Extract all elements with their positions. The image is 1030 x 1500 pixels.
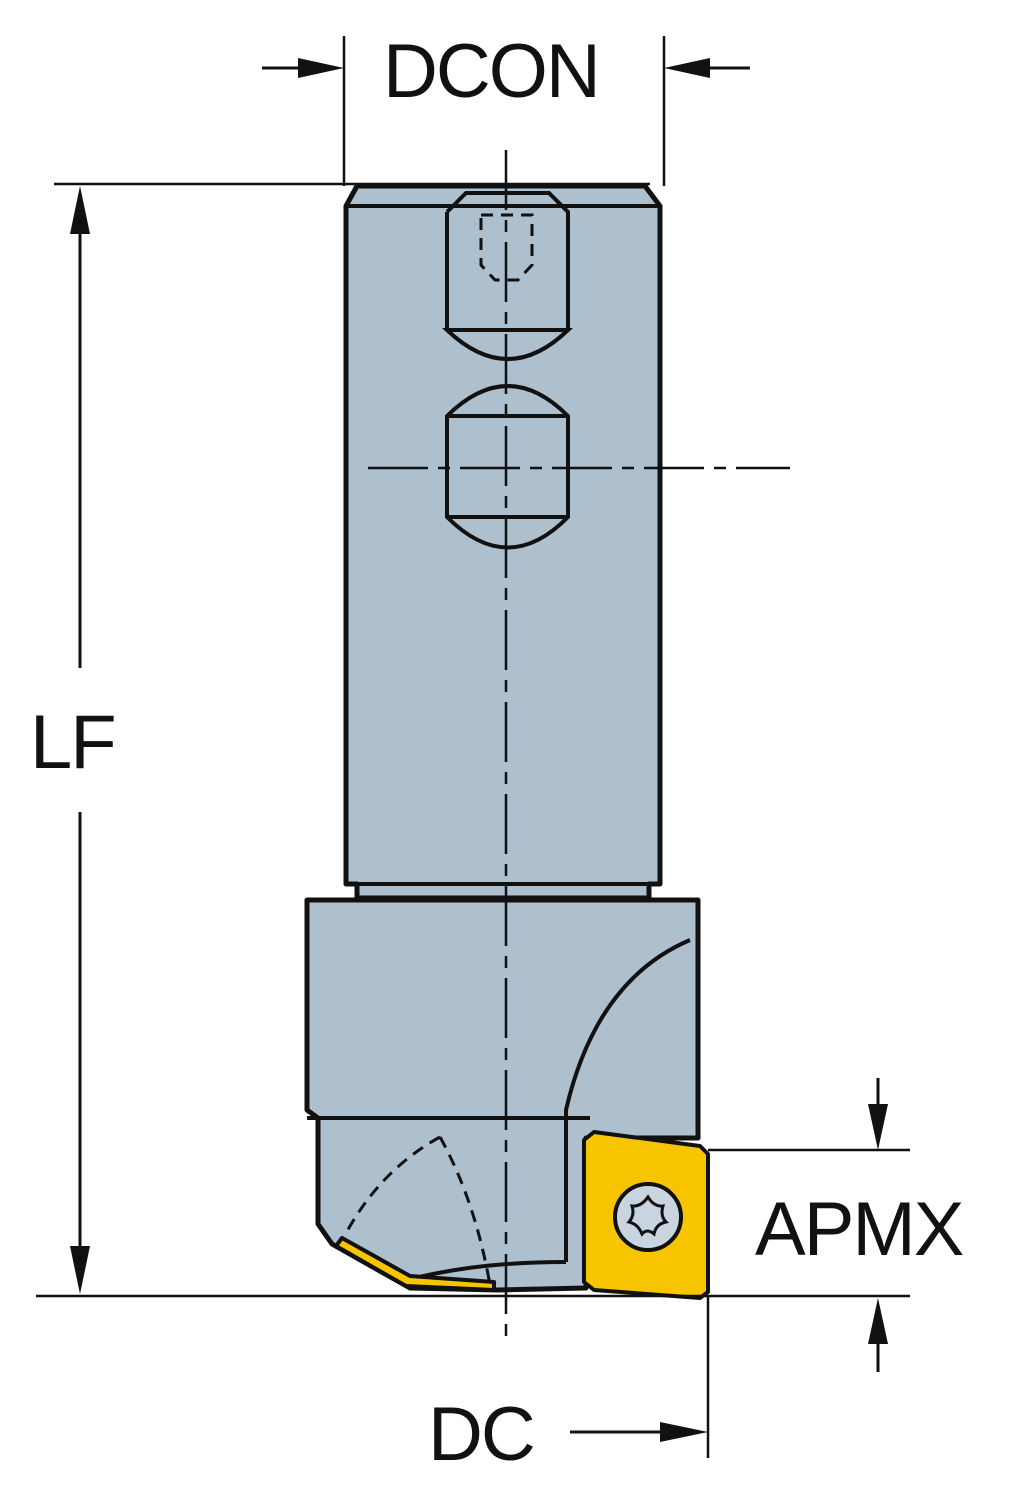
hidden-insert: [343, 1135, 492, 1286]
lf-dimension: LF: [30, 182, 910, 1298]
apmx-dimension: APMX: [708, 1078, 966, 1372]
rear-insert: [334, 1236, 496, 1292]
chip-pocket-curve: [564, 938, 691, 1262]
torx-icon: [626, 1194, 670, 1237]
dcon-dimension: DCON: [262, 29, 750, 186]
apmx-label: APMX: [755, 1187, 964, 1272]
insert: [582, 1130, 710, 1300]
insert-screw: [613, 1182, 683, 1252]
threaded-hole-bottom: [441, 328, 573, 361]
cutter-body: [304, 183, 701, 1293]
lf-label: LF: [30, 700, 115, 785]
threaded-hole: [445, 191, 570, 330]
dc-label: DC: [428, 1392, 534, 1477]
dc-dimension: DC: [428, 1296, 710, 1477]
shank: [343, 183, 663, 901]
screw-hidden: [479, 213, 534, 282]
dcon-label: DCON: [383, 29, 599, 114]
